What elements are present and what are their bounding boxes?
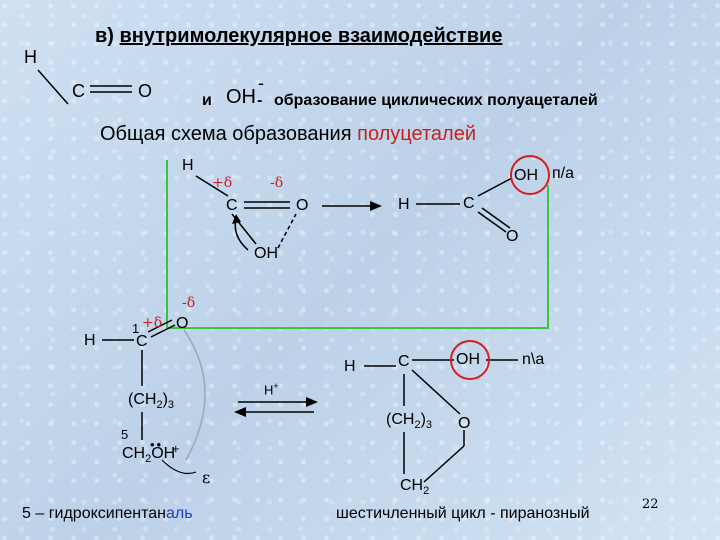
s1-atom-h: H (182, 157, 194, 174)
s2-atom-c: C (136, 333, 148, 350)
s2-ch2-close: ) (162, 391, 168, 408)
subheading-dash: - (257, 92, 263, 109)
ring-ch2-close: ) (420, 411, 426, 428)
eq-catalyst-h: H (264, 382, 274, 398)
s2-atom-o: O (176, 315, 189, 332)
topleft-atom-h: H (24, 47, 37, 67)
s1-group-oh: OH (254, 245, 278, 262)
page-number: 22 (642, 497, 659, 512)
ring-atom-c: C (398, 353, 410, 370)
footer-left-suffix: аль (166, 505, 193, 522)
topleft-atom-c: C (72, 81, 85, 101)
p-group-oh: OH (514, 167, 538, 184)
s2-ch2-sub: 2 (156, 399, 163, 412)
ring-chain-ch2: (CH2)3 (386, 412, 432, 431)
s1-dashed-bond (277, 213, 297, 249)
s1-bond-h-c (195, 175, 229, 197)
p-bond-c-oh (477, 177, 513, 197)
s2-lone-pair-dots: •• (150, 437, 164, 452)
ring-group-oh: OH (456, 351, 480, 368)
subheading-conj: и (202, 92, 212, 109)
eq-arrowhead-forward (306, 397, 318, 407)
p-atom-o: O (506, 228, 519, 245)
eq-catalyst: H+ (264, 381, 279, 398)
subtitle-highlight: полуцеталей (357, 123, 477, 145)
s2-delta-plus: +δ (142, 315, 163, 331)
heading-title: внутримолекулярное взаимодействие (119, 25, 503, 47)
s2-epsilon: ε (202, 468, 211, 487)
section-heading: в) внутримолекулярное взаимодействие (95, 26, 502, 46)
topleft-atom-o: O (138, 81, 153, 101)
ring-ch2-open: (CH (386, 411, 415, 428)
oh-highlight-circle-1 (510, 155, 550, 195)
s2-chain-ch2: (CH2)3 (128, 392, 174, 411)
footer-left-main: 5 – гидроксипентан (22, 505, 166, 522)
eq-arrowhead-back (234, 407, 246, 417)
s2-curved-link (183, 329, 206, 461)
subtitle-text: Общая схема образования (100, 123, 358, 145)
p-bond-c-o-2 (481, 207, 511, 229)
heading-prefix: в) (95, 25, 120, 47)
s1-delta-minus: -δ (270, 175, 284, 191)
p-bond-c-o-1 (477, 211, 507, 233)
s2-group-ch2oh: CH2OH (122, 446, 175, 465)
ring-bond-c-o (411, 369, 461, 415)
s2-ch2oh-oh: OH (151, 445, 176, 462)
subheading-ion-charge: - (258, 73, 264, 93)
footer-left-label: 5 – гидроксипентаналь (22, 506, 193, 522)
p-atom-c: C (463, 195, 475, 212)
s2-ch2oh-sub: 2 (145, 453, 152, 466)
ring-atom-h: H (344, 358, 356, 375)
s2-ch2oh-ch: CH (122, 445, 146, 462)
s1-atom-o: O (296, 197, 309, 214)
ring-ch2b-ch: CH (400, 477, 424, 494)
subheading-ion: OH (226, 86, 256, 108)
oh-highlight-circle-2 (450, 340, 490, 380)
bond-h-c (37, 69, 69, 105)
s2-bond-c-o-1 (147, 319, 173, 333)
s2-ch2-n: 3 (167, 399, 175, 412)
s1-reaction-arrowhead (370, 201, 382, 211)
scheme-subtitle: Общая схема образования полуцеталей (100, 124, 476, 144)
s2-carbon-number-1: 1 (132, 321, 140, 336)
footer-right-label: шестичленный цикл - пиранозный (336, 505, 590, 522)
s2-ch2-open: (CH (128, 391, 157, 408)
s2-lone-pair-arrow (161, 459, 197, 475)
s1-delta-plus: +δ (212, 175, 233, 191)
s1-atom-c: C (226, 197, 238, 214)
s2-carbon-number-5: 5 (121, 427, 129, 442)
ring-group-ch2: CH2 (400, 478, 429, 497)
ring-label-na: n\a (522, 351, 545, 368)
s2-delta-minus: -δ (182, 295, 196, 311)
s1-arrowhead (232, 214, 241, 224)
p-label-pa: п/а (552, 165, 575, 182)
eq-catalyst-sup: + (273, 381, 279, 391)
s2-bond-c-o-2 (150, 324, 176, 338)
ring-ch2-n: 3 (425, 419, 433, 432)
s2-plus-charge: + (172, 441, 180, 456)
ring-bond-ch2-o (423, 445, 465, 483)
ring-ch2-sub: 2 (414, 419, 421, 432)
s2-atom-h: H (84, 332, 96, 349)
ring-atom-o: O (458, 415, 471, 432)
green-frame (166, 160, 549, 329)
p-atom-h: H (398, 196, 410, 213)
subheading-text: образование циклических полуацеталей (274, 92, 598, 109)
ring-ch2b-sub: 2 (423, 485, 430, 498)
